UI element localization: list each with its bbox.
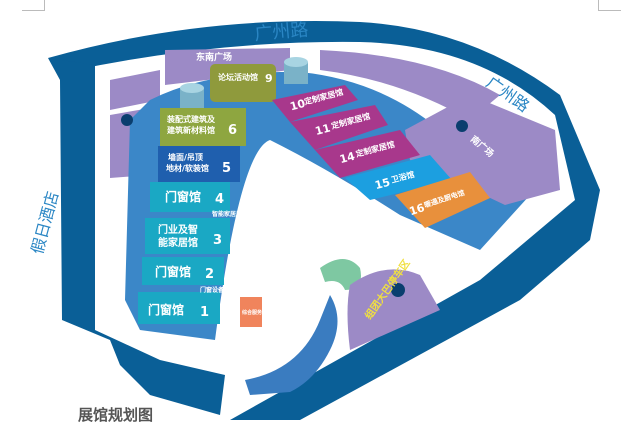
hall-5[interactable] [158, 146, 240, 182]
hall-name: 论坛活动馆 [218, 72, 258, 82]
page-title: 展馆规划图 [78, 406, 154, 424]
hall-name: 装配式建筑及 [166, 114, 216, 124]
hall-14[interactable] [315, 130, 420, 178]
zone-label: 综合服务区 [242, 309, 267, 316]
hall-name: 地材/软装馆 [166, 163, 209, 173]
west-road [48, 58, 225, 415]
parking-icon [456, 120, 468, 132]
crop-mark [598, 0, 621, 11]
hall-9[interactable] [210, 64, 276, 102]
hall-number: 5 [222, 161, 231, 176]
hall-3[interactable] [145, 218, 230, 254]
hall-number: 4 [215, 192, 224, 207]
bus-parking-area [347, 269, 440, 350]
right-plaza-top [320, 50, 500, 120]
parking-icon [121, 114, 133, 126]
hall-number: 3 [213, 233, 222, 248]
hall-4[interactable] [150, 182, 230, 212]
hall-number: 1 [200, 305, 209, 320]
hall-6[interactable] [160, 108, 246, 146]
hall-number: 9 [265, 72, 273, 85]
hall-11[interactable] [290, 105, 388, 150]
hall-name: 门窗馆 [155, 264, 191, 279]
hall-name: 门业及智 [158, 223, 198, 236]
water [245, 295, 338, 395]
hall-number: 11 [314, 122, 332, 139]
hall-number: 16 [408, 201, 427, 218]
hotel-label: 假日酒店 [28, 189, 63, 256]
hall-number: 10 [289, 97, 307, 114]
hall-2[interactable] [142, 257, 224, 285]
hall-name: 建筑新材料馆 [166, 125, 215, 135]
service-zone[interactable] [240, 297, 262, 327]
hall-name: 门窗馆 [148, 302, 184, 317]
parking-icon [391, 283, 405, 297]
tower [284, 57, 308, 84]
hall-16[interactable] [395, 172, 490, 228]
left-building [110, 70, 160, 110]
zone-label: 门窗设备展区 [200, 286, 236, 294]
green-pond [320, 259, 361, 290]
zone-label: 智能家居展区 [212, 210, 248, 218]
hall-number: 14 [338, 150, 356, 167]
hall-number: 6 [228, 123, 237, 138]
plaza-label: 东南广场 [196, 51, 232, 63]
hall-number: 2 [205, 267, 214, 282]
road-label: 广州路 [254, 19, 310, 45]
hall-name: 门窗馆 [165, 189, 201, 204]
hall-name: 墙面/吊顶 [168, 152, 203, 162]
hall-name: 能家居馆 [158, 236, 198, 249]
hall-10[interactable] [272, 85, 358, 122]
guangzhou-road [48, 21, 600, 421]
crop-mark [22, 0, 45, 11]
south-plaza [405, 95, 560, 205]
hall-1[interactable] [138, 292, 220, 324]
hall-15[interactable] [345, 155, 452, 200]
hall-number: 15 [373, 176, 391, 193]
tower [180, 83, 204, 110]
